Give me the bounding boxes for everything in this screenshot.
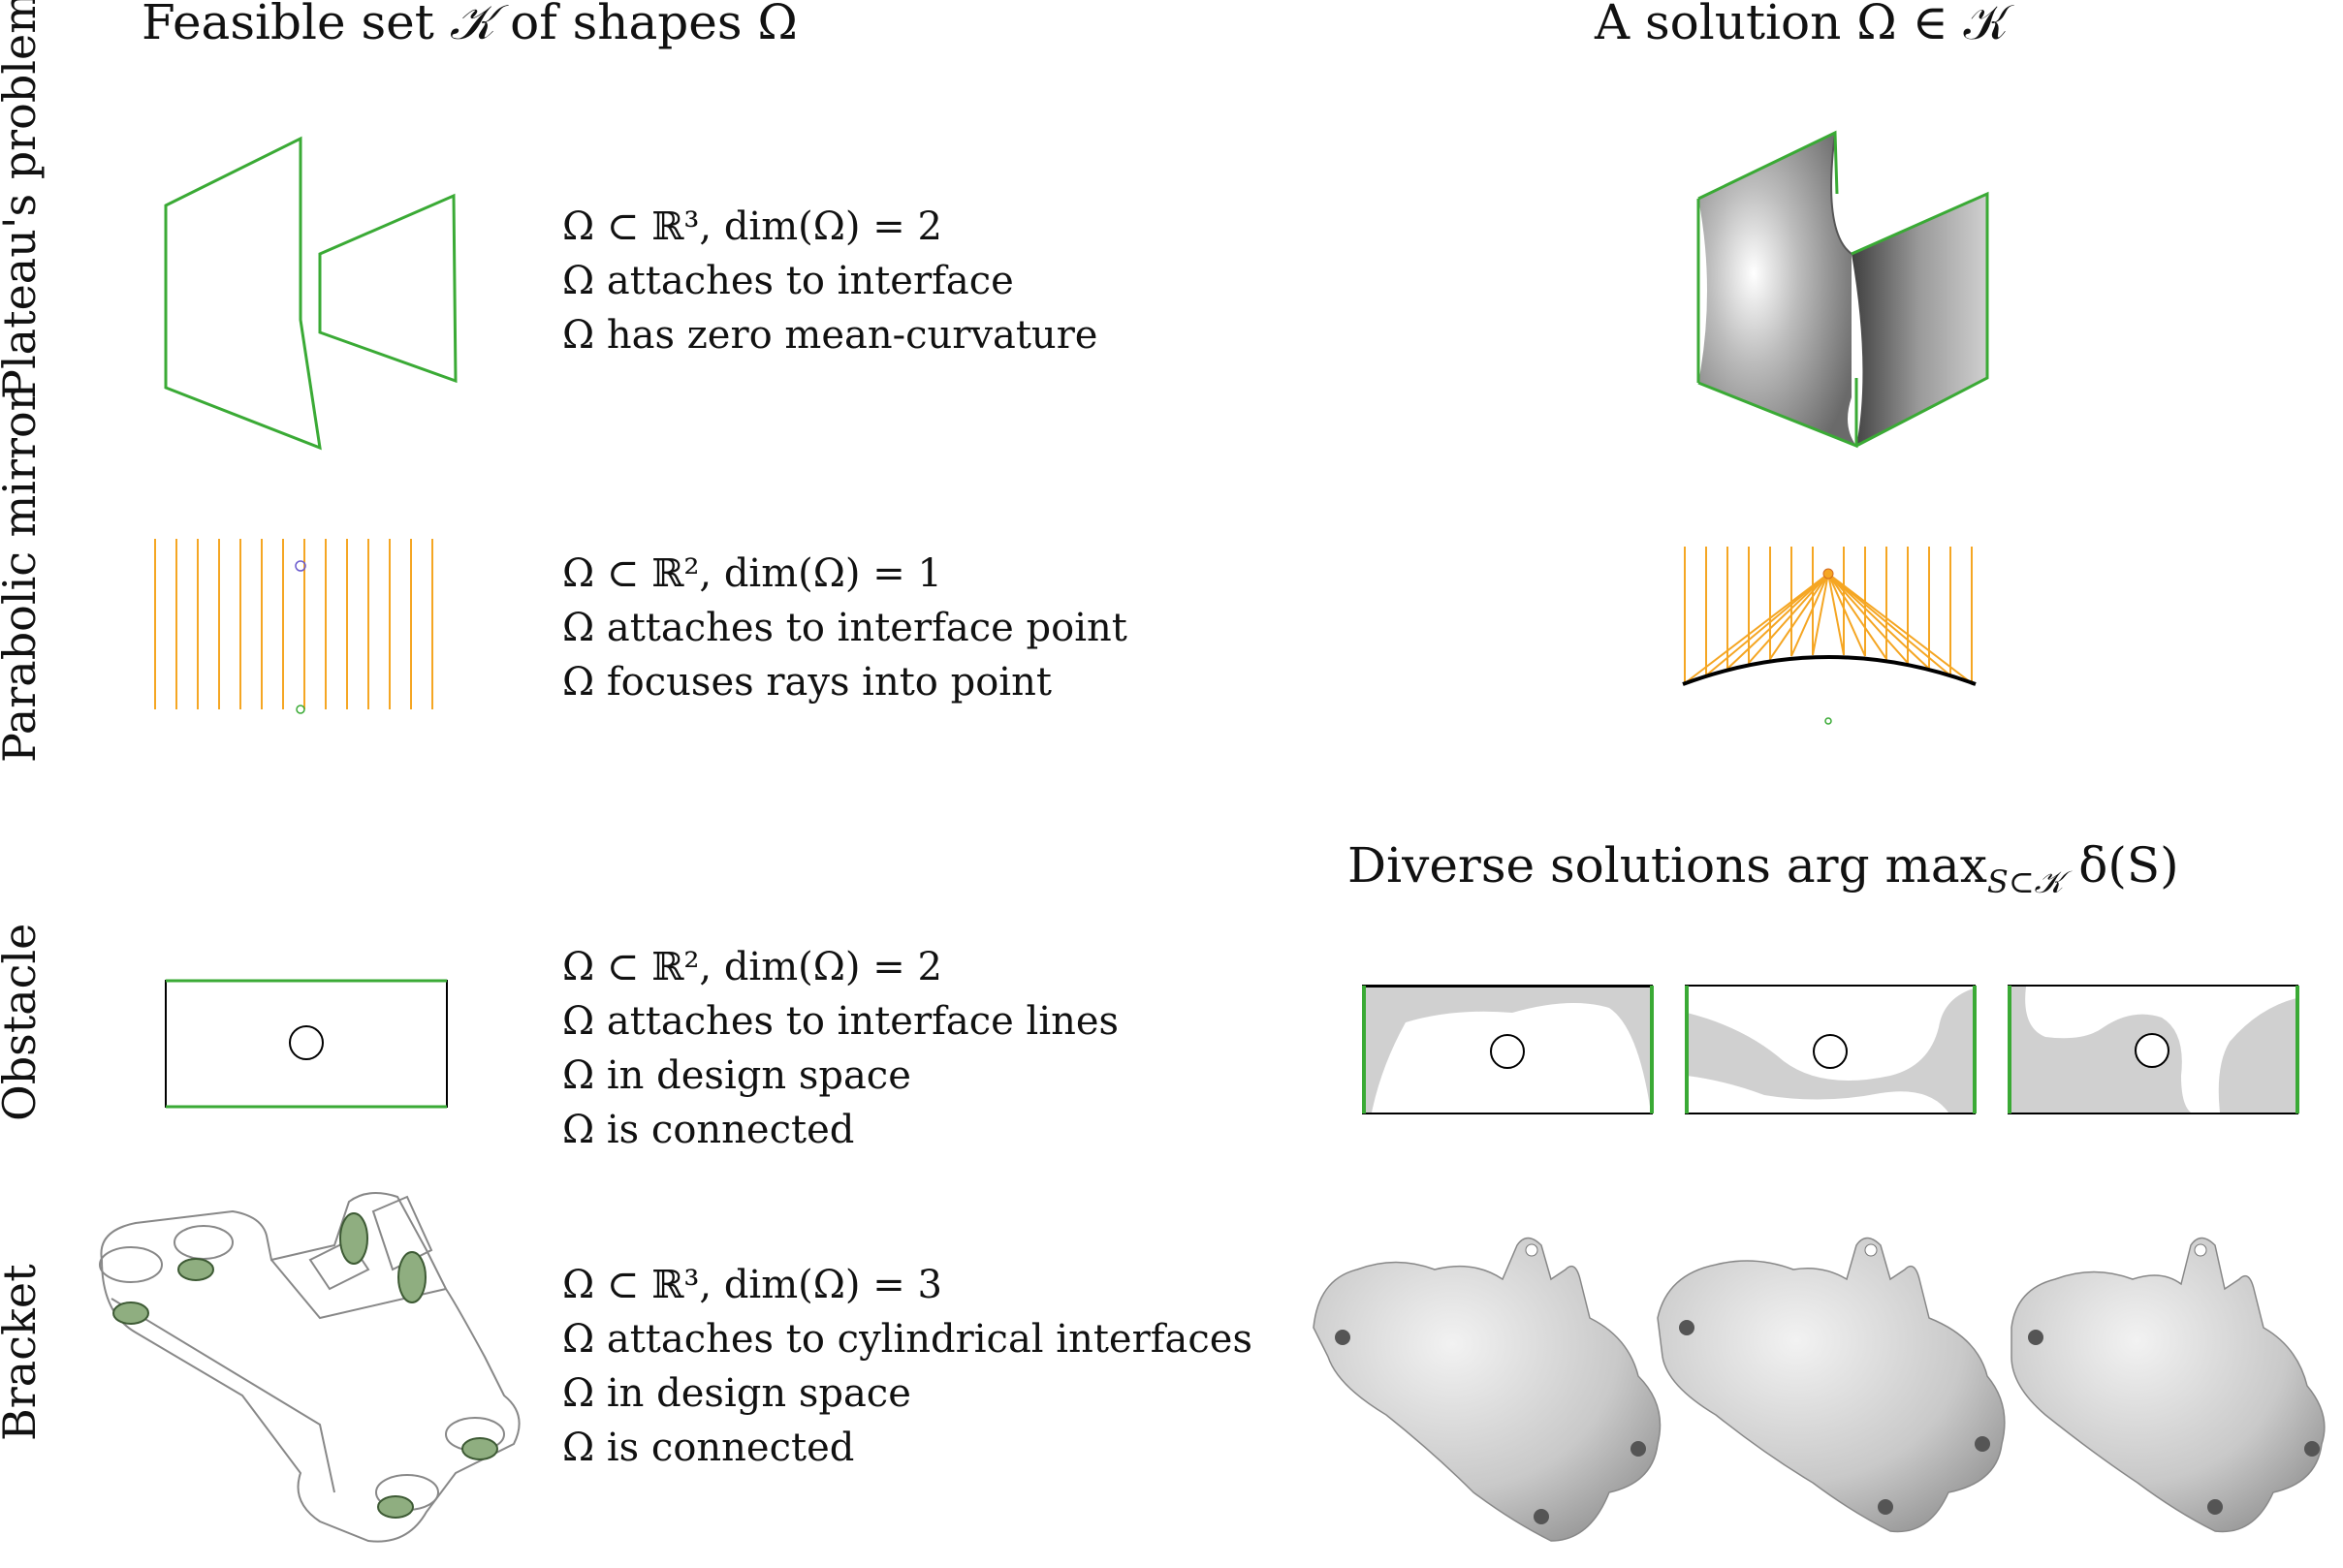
interface-point-icon xyxy=(296,705,305,714)
feasible-set-header: Feasible set 𝒦 of shapes Ω xyxy=(142,0,798,51)
desc-line: Ω ⊂ ℝ³, dim(Ω) = 3 xyxy=(562,1263,942,1307)
bracket-solution-1 xyxy=(1313,1237,1662,1542)
desc-line: Ω is connected xyxy=(562,1426,855,1470)
obstacle-description: Ω ⊂ ℝ², dim(Ω) = 2 Ω attaches to interfa… xyxy=(562,940,1119,1157)
feasible-suffix: of shapes Ω xyxy=(510,0,798,50)
bracket-solution-2 xyxy=(1657,1237,2006,1533)
feasible-symbol: 𝒦 xyxy=(449,0,495,50)
obstacle-solution-2 xyxy=(1685,985,1977,1114)
parabolic-description: Ω ⊂ ℝ², dim(Ω) = 1 Ω attaches to interfa… xyxy=(562,547,1127,709)
plateau-description: Ω ⊂ ℝ³, dim(Ω) = 2 Ω attaches to interfa… xyxy=(562,200,1097,362)
diverse-solutions-header: Diverse solutions arg maxS⊂𝒦 δ(S) xyxy=(1347,837,2179,901)
solution-header: A solution Ω ∈ 𝒦 xyxy=(1595,0,2009,50)
desc-line: Ω attaches to interface lines xyxy=(562,999,1120,1044)
desc-line: Ω ⊂ ℝ³, dim(Ω) = 2 xyxy=(562,204,942,249)
desc-line: Ω has zero mean-curvature xyxy=(562,313,1098,358)
desc-line: Ω in design space xyxy=(562,1053,911,1098)
focus-point-icon xyxy=(295,560,306,572)
feasible-prefix: Feasible set xyxy=(142,0,434,50)
desc-line: Ω ⊂ ℝ², dim(Ω) = 2 xyxy=(562,945,942,989)
obstacle-circle xyxy=(289,1025,324,1060)
diverse-subscript: S⊂𝒦 xyxy=(1986,863,2064,900)
desc-line: Ω in design space xyxy=(562,1371,911,1416)
desc-line: Ω focuses rays into point xyxy=(562,660,1052,705)
diverse-prefix: Diverse solutions arg max xyxy=(1347,837,1987,894)
desc-line: Ω is connected xyxy=(562,1108,855,1152)
desc-line: Ω ⊂ ℝ², dim(Ω) = 1 xyxy=(562,551,942,596)
diverse-suffix: δ(S) xyxy=(2078,837,2179,894)
desc-line: Ω attaches to interface point xyxy=(562,606,1127,650)
obstacle-solution-1 xyxy=(1362,985,1654,1114)
desc-line: Ω attaches to cylindrical interfaces xyxy=(562,1317,1252,1362)
desc-line: Ω attaches to interface xyxy=(562,259,1014,303)
bracket-description: Ω ⊂ ℝ³, dim(Ω) = 3 Ω attaches to cylindr… xyxy=(562,1258,1252,1475)
obstacle-solution-3 xyxy=(2008,985,2299,1114)
bracket-solution-3 xyxy=(2011,1237,2326,1533)
bracket-cylinder-icons xyxy=(112,1212,498,1519)
